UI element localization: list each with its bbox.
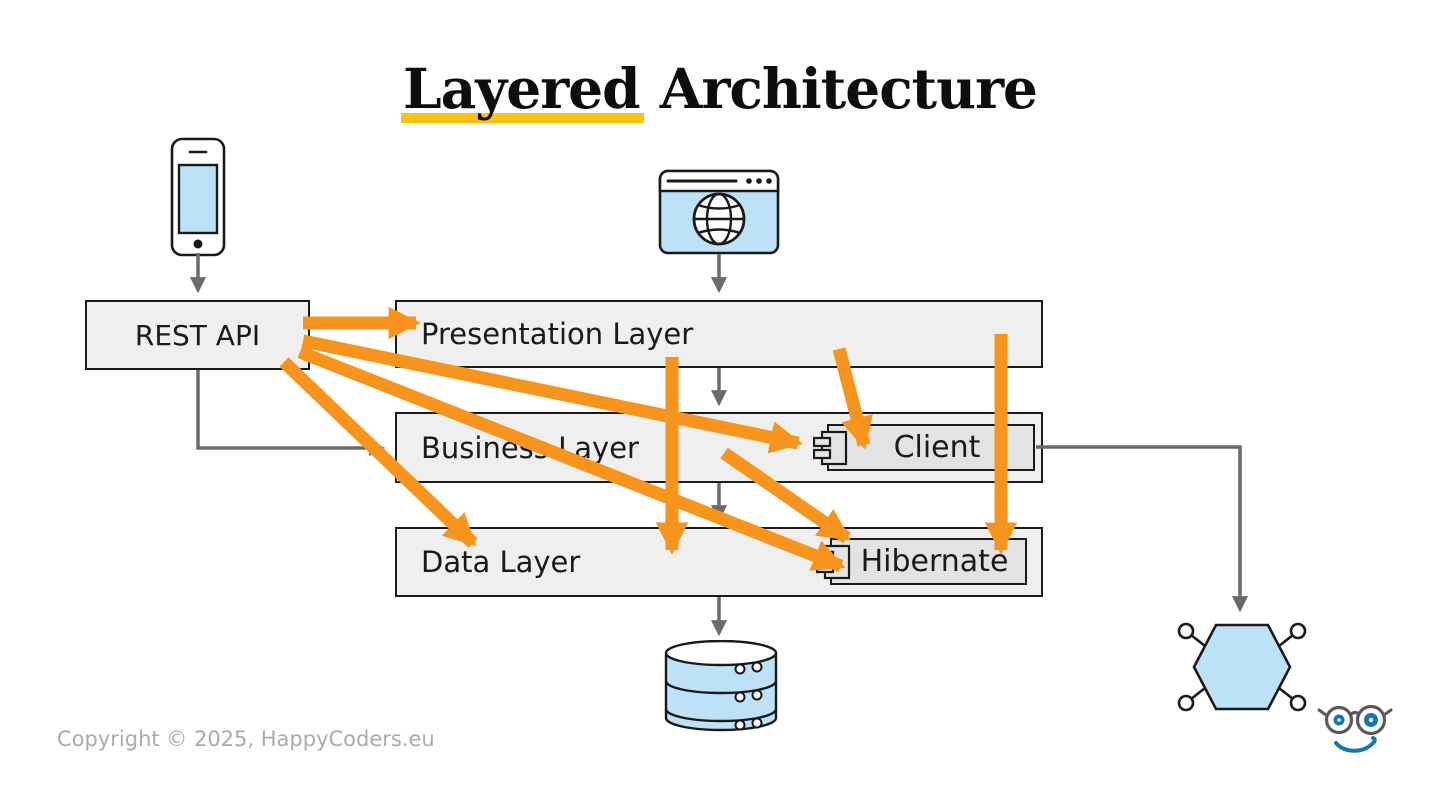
presentation-layer-label: Presentation Layer [421,317,694,351]
rest-api-label: REST API [134,318,261,352]
page-title: Layered Architecture [0,56,1440,123]
title-rest: Architecture [641,56,1038,121]
client-label: Client [893,430,981,465]
hexagon-service-icon [1177,622,1307,712]
globe-icon [692,192,746,246]
connector-rest-api-to-business-layer [196,370,386,457]
business-layer-label: Business Layer [421,430,639,465]
copyright-text: Copyright © 2025, HappyCoders.eu [57,727,435,751]
title-underlined-word: Layered [400,56,644,123]
client-component-box: Client [813,424,1035,471]
presentation-layer-box: Presentation Layer [395,300,1043,368]
smartphone-icon [170,137,226,257]
browser-icon [658,169,780,255]
happycoders-smiley-logo [1317,704,1393,753]
hibernate-label: Hibernate [860,544,1009,579]
database-icon [664,640,778,732]
rest-api-box: REST API [85,300,310,370]
uml-component-icon [816,544,851,579]
hibernate-component-box: Hibernate [816,538,1027,585]
data-layer-label: Data Layer [421,545,581,579]
uml-component-icon [813,430,848,465]
connector-client-component-to-hexagon-service [1036,445,1249,613]
